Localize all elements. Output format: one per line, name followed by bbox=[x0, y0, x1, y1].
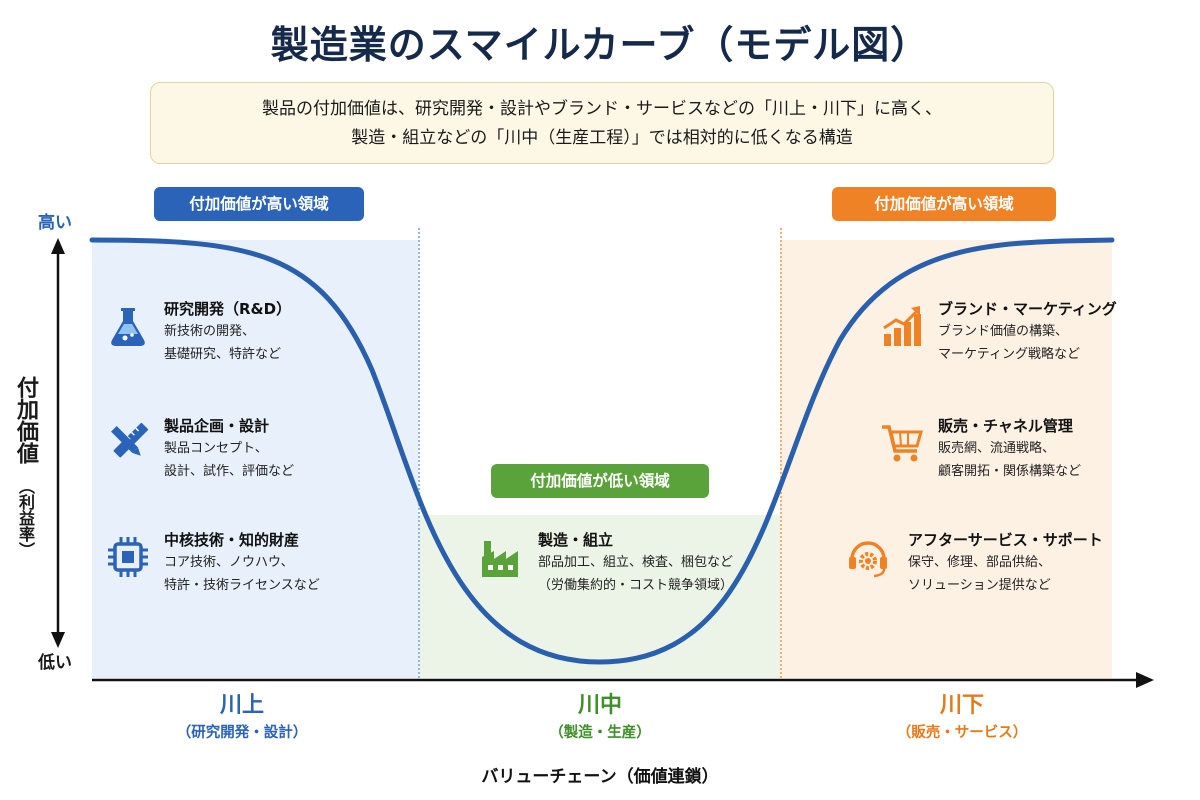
high-value-badge-left: 付加価値が高い領域 bbox=[154, 187, 364, 221]
y-axis-high-label: 高い bbox=[38, 213, 72, 233]
item-line: 基礎研究、特許など bbox=[164, 347, 282, 362]
stage-midstream: 川中 （製造・生産） bbox=[497, 692, 703, 746]
description-box: 製品の付加価値は、研究開発・設計やブランド・サービスなどの「川上・川下」に高く、… bbox=[150, 82, 1054, 164]
item-line: マーケティング戦略など bbox=[938, 347, 1080, 362]
high-value-badge-right: 付加価値が高い領域 bbox=[832, 187, 1056, 221]
item-line: コア技術、ノウハウ、 bbox=[164, 555, 294, 570]
description-line-2: 製造・組立などの「川中（生産工程）」では相対的に低くなる構造 bbox=[351, 128, 853, 148]
y-axis-low-label: 低い bbox=[38, 653, 72, 673]
midstream-region bbox=[418, 515, 780, 678]
stage-sub: （販売・サービス） bbox=[896, 725, 1028, 741]
x-axis-title: バリューチェーン（価値連鎖） bbox=[481, 767, 719, 787]
y-axis-subtitle: （利益率） bbox=[16, 478, 35, 558]
stage-name: 川下 bbox=[939, 693, 984, 718]
chip-icon bbox=[106, 535, 150, 579]
stage-sub: （研究開発・設計） bbox=[176, 725, 308, 741]
item-heading: 販売・チャネル管理 bbox=[938, 417, 1073, 435]
stage-upstream: 川上 （研究開発・設計） bbox=[150, 692, 334, 746]
stage-name: 川上 bbox=[219, 693, 264, 718]
y-axis-arrow-up bbox=[51, 238, 65, 254]
flask-icon bbox=[106, 304, 150, 348]
shopping-cart-icon bbox=[880, 421, 924, 465]
item-line: 保守、修理、部品供給、 bbox=[908, 555, 1052, 570]
item-heading: 中核技術・知的財産 bbox=[164, 531, 300, 549]
y-axis-title: 付加価値 bbox=[13, 376, 38, 464]
item-heading: アフターサービス・サポート bbox=[908, 531, 1103, 549]
item-heading: 製品企画・設計 bbox=[164, 417, 270, 435]
item-heading: 研究開発（R&D） bbox=[164, 300, 292, 318]
low-value-badge: 付加価値が低い領域 bbox=[491, 464, 709, 498]
item-line: 部品加工、組立、検査、梱包など bbox=[538, 555, 734, 570]
item-line: ソリューション提供など bbox=[908, 578, 1051, 593]
upstream-region bbox=[92, 240, 418, 678]
factory-icon bbox=[480, 535, 524, 579]
stage-name: 川中 bbox=[577, 693, 622, 718]
item-line: 製品コンセプト、 bbox=[164, 441, 268, 456]
upstream-divider bbox=[418, 228, 420, 678]
smile-curve bbox=[89, 237, 1115, 665]
item-line: 設計、試作、評価など bbox=[164, 464, 295, 479]
item-line: 顧客開拓・関係構築など bbox=[938, 464, 1082, 479]
item-heading: 製造・組立 bbox=[538, 531, 614, 549]
item-line: 販売網、流通戦略、 bbox=[938, 441, 1056, 456]
stage-sub: （製造・生産） bbox=[549, 725, 651, 741]
growth-chart-icon bbox=[880, 304, 924, 348]
downstream-divider bbox=[780, 228, 782, 678]
downstream-region bbox=[780, 240, 1112, 678]
item-heading: ブランド・マーケティング bbox=[938, 300, 1117, 318]
item-line: 特許・技術ライセンスなど bbox=[164, 578, 320, 593]
y-axis-arrow-down bbox=[51, 632, 65, 648]
stage-downstream: 川下 （販売・サービス） bbox=[862, 692, 1062, 746]
item-line: ブランド価値の構築、 bbox=[938, 324, 1069, 339]
diagram-title: 製造業のスマイルカーブ（モデル図） bbox=[270, 23, 930, 67]
item-line: （労働集約的・コスト競争領域） bbox=[538, 578, 734, 593]
pencil-ruler-icon bbox=[106, 421, 150, 465]
x-axis-arrow bbox=[1136, 672, 1154, 688]
headset-gear-icon bbox=[846, 535, 890, 579]
description-line-1: 製品の付加価値は、研究開発・設計やブランド・サービスなどの「川上・川下」に高く、 bbox=[262, 99, 942, 119]
item-line: 新技術の開発、 bbox=[164, 324, 256, 339]
